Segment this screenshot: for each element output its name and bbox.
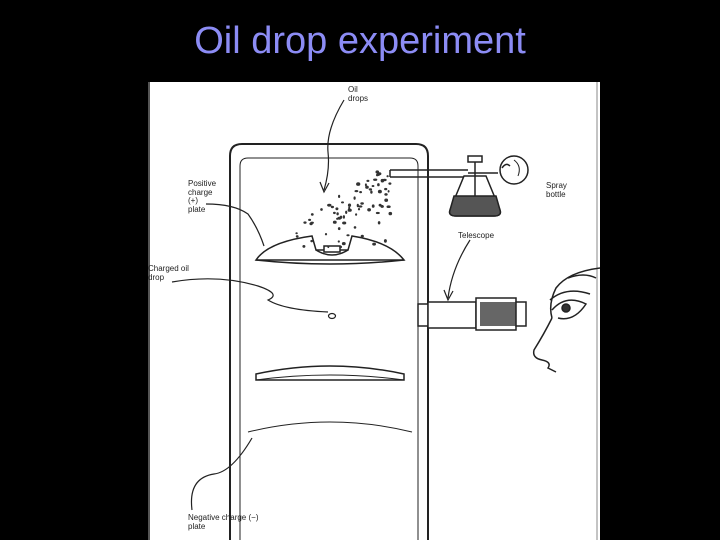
oil-droplet <box>342 215 345 219</box>
oil-droplet <box>295 232 298 235</box>
oil-droplet <box>341 242 346 246</box>
oil-droplet <box>339 245 342 249</box>
oil-droplet <box>372 242 376 246</box>
oil-droplet <box>366 179 370 182</box>
oil-droplet <box>324 233 328 236</box>
pointer-lines <box>171 99 471 511</box>
oil-drop-diagram: Oil drops Positive charge (+) plate Spra… <box>148 82 600 540</box>
telescope-label: Telescope <box>458 231 495 240</box>
oil-droplet <box>336 212 339 216</box>
spray-tube <box>389 169 468 178</box>
negative-plate-label: Negative charge (−) plate <box>188 513 259 531</box>
oil-droplet <box>360 234 364 238</box>
oil-drops-cloud <box>295 170 393 249</box>
oil-droplet <box>295 235 299 238</box>
oil-droplet <box>360 202 364 205</box>
oil-droplet <box>357 208 361 211</box>
oil-droplet <box>337 227 341 231</box>
oil-droplet <box>353 196 356 200</box>
oil-droplet <box>310 239 313 243</box>
oil-droplet <box>347 203 352 207</box>
oil-droplet <box>308 218 312 221</box>
charged-drop-label: Charged oil drop <box>148 264 189 282</box>
positive-plate-label: Positive charge (+) plate <box>188 179 217 214</box>
oil-droplet <box>386 205 391 208</box>
oil-drops-label: Oil drops <box>348 85 369 103</box>
oil-droplet <box>387 190 390 193</box>
oil-droplet <box>336 217 339 220</box>
oil-droplet <box>342 221 347 225</box>
oil-droplet <box>333 211 336 215</box>
oil-droplet <box>327 203 332 207</box>
positive-plate-shape <box>254 235 406 265</box>
oil-droplet <box>377 189 382 194</box>
oil-droplet <box>337 216 342 220</box>
oil-droplet <box>365 185 369 189</box>
oil-droplet <box>337 240 340 243</box>
oil-droplet <box>354 190 359 193</box>
oil-droplet <box>373 178 378 181</box>
oil-droplet <box>375 211 380 215</box>
oil-droplet <box>338 194 341 198</box>
oil-droplet <box>376 172 380 176</box>
oil-droplet <box>388 182 392 185</box>
oil-droplet <box>302 245 306 248</box>
oil-droplet <box>335 207 339 211</box>
oil-droplet <box>371 185 375 187</box>
oil-droplet <box>355 213 358 216</box>
oil-droplet <box>384 193 388 196</box>
oil-droplet <box>368 188 373 191</box>
oil-droplet <box>341 201 344 204</box>
telescope-shape <box>417 297 527 331</box>
oil-droplet <box>347 208 352 212</box>
oil-droplet <box>358 205 363 208</box>
apparatus-drawing <box>148 82 600 540</box>
oil-droplet <box>310 221 314 224</box>
oil-droplet <box>370 190 373 194</box>
oil-droplet <box>386 175 389 178</box>
slide-title: Oil drop experiment <box>194 20 526 62</box>
oil-droplet <box>371 204 375 208</box>
oil-droplet <box>359 191 362 194</box>
oil-droplet <box>330 205 334 209</box>
observer-face <box>532 267 600 373</box>
oil-droplet <box>332 220 337 224</box>
charged-oil-drop <box>327 312 337 320</box>
oil-droplet <box>367 208 371 212</box>
oil-droplet <box>384 198 389 202</box>
oil-droplet <box>380 178 385 183</box>
oil-droplet <box>383 239 387 243</box>
oil-droplet <box>303 221 307 224</box>
oil-droplet <box>384 187 388 191</box>
oil-droplet <box>346 234 350 237</box>
chamber <box>229 143 429 540</box>
oil-droplet <box>377 221 381 225</box>
spray-bottle-label: Spray bottle <box>546 181 567 199</box>
oil-droplet <box>364 183 367 187</box>
oil-droplet <box>327 245 330 249</box>
oil-droplet <box>388 211 393 216</box>
oil-droplet <box>380 204 384 208</box>
spray-bottle-shape <box>448 155 529 217</box>
oil-droplet <box>345 210 348 214</box>
negative-plate-shape <box>247 365 413 433</box>
oil-droplet <box>377 183 380 187</box>
oil-droplet <box>320 208 323 211</box>
oil-droplet <box>310 213 314 216</box>
oil-droplet <box>357 182 360 185</box>
oil-droplet <box>353 226 357 229</box>
